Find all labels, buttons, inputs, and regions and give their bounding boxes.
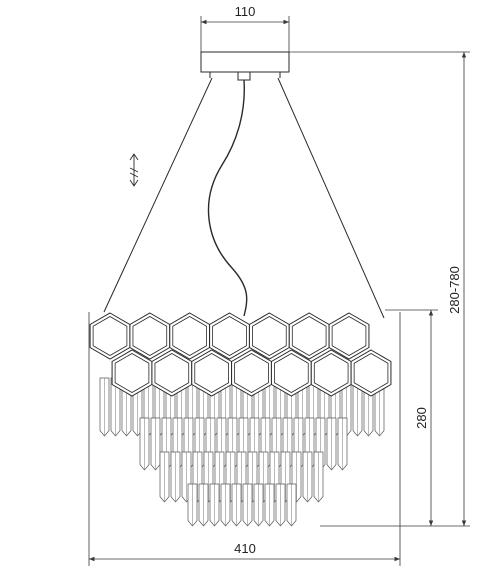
hexagon-link [328, 312, 370, 360]
crystal-prism [99, 377, 110, 437]
crystal-prism [231, 483, 242, 527]
hexagon-link [350, 349, 392, 397]
crystal-prism [337, 417, 348, 471]
crystal-prism [209, 483, 220, 527]
total-width-label: 410 [234, 541, 256, 556]
crystal-prism [198, 483, 209, 527]
crystal-prism [159, 451, 170, 503]
crystal-prism [264, 483, 275, 527]
crystal-prism [313, 451, 324, 503]
height-adjust-icon [129, 153, 139, 187]
body-height-dimension [320, 309, 438, 527]
crystal-prism [286, 483, 297, 527]
canopy-width-label: 110 [235, 4, 256, 19]
body-height-label: 280 [414, 407, 429, 429]
hexagon-link [270, 349, 312, 397]
crystal-prism [253, 483, 264, 527]
power-cable [207, 79, 248, 317]
hexagon-frame [89, 312, 392, 397]
total-height-label: 280-780 [447, 266, 462, 314]
crystal-prism [150, 417, 161, 471]
suspension-wires [103, 77, 385, 319]
crystal-prism [170, 451, 181, 503]
hexagon-link [169, 312, 211, 360]
canopy-width-dimension [200, 16, 290, 52]
crystal-prism [302, 451, 313, 503]
crystal-prisms [99, 377, 385, 527]
crystal-prism [242, 483, 253, 527]
crystal-prism [139, 417, 150, 471]
crystal-prism [187, 483, 198, 527]
crystal-prism [275, 483, 286, 527]
crystal-prism [220, 483, 231, 527]
hexagon-link [89, 312, 131, 360]
hexagon-link [248, 312, 290, 360]
total-width-dimension [88, 312, 401, 566]
total-height-dimension [289, 51, 470, 527]
ceiling-canopy [200, 51, 290, 81]
crystal-prism [326, 417, 337, 471]
crystal-prism [110, 377, 121, 437]
